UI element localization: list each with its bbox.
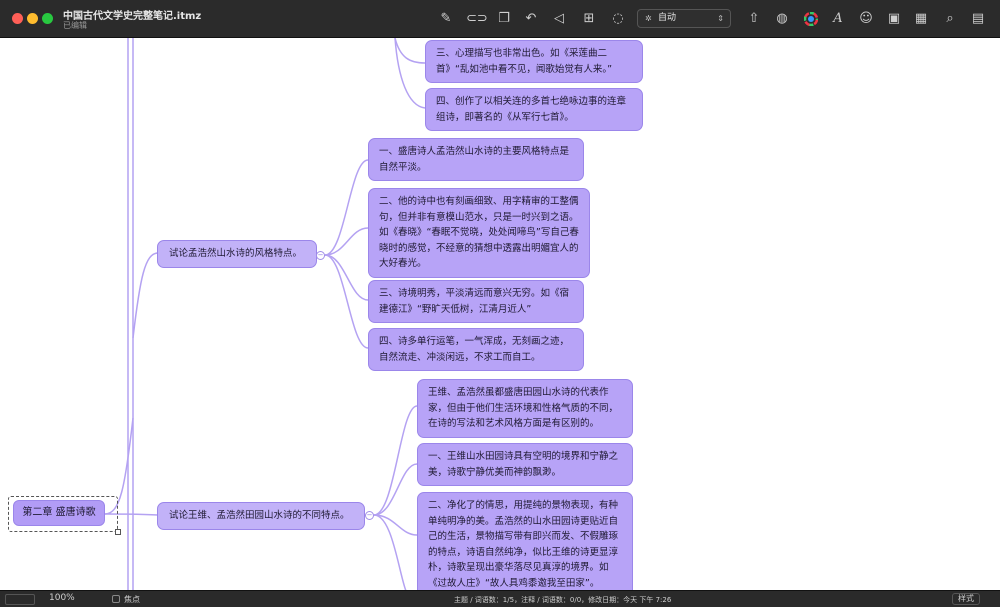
minimize-window-button[interactable]	[27, 13, 38, 24]
comment-icon[interactable]: ◌	[612, 11, 624, 26]
branch-node-meng[interactable]: 试论孟浩然山水诗的风格特点。	[157, 240, 317, 268]
mindmap-node[interactable]: 三、心理描写也非常出色。如《采莲曲二首》“乱如池中看不见，闻歌始觉有人来。”	[425, 40, 643, 83]
focus-label: 焦点	[124, 595, 140, 604]
mindmap-node[interactable]: 二、他的诗中也有刻画细致、用字精审的工整偶句，但并非有意模山范水，只是一时兴到之…	[368, 188, 590, 278]
sidebar-icon[interactable]: ▤	[971, 11, 985, 26]
emoji-icon[interactable]: ☺	[859, 11, 873, 26]
image-icon[interactable]: ▣	[887, 11, 901, 26]
mindmap-node[interactable]: 四、诗多单行运笔，一气浑成，无刻画之迹，自然流走、冲淡闲远，不求工而自工。	[368, 328, 584, 371]
mindmap-node[interactable]: 二、净化了的情思，用提纯的景物表现，有种单纯明净的美。孟浩然的山水田园诗更贴近自…	[417, 492, 633, 590]
search-icon[interactable]: ⌕	[946, 11, 954, 26]
link-icon[interactable]: ⊂⊃	[466, 11, 488, 26]
close-window-button[interactable]	[12, 13, 23, 24]
root-node[interactable]: 第二章 盛唐诗歌	[13, 500, 105, 526]
resize-handle[interactable]	[115, 529, 121, 535]
mindmap-node[interactable]: 一、王维山水田园诗具有空明的境界和宁静之美，诗歌宁静优美而神韵飘渺。	[417, 443, 633, 486]
document-stats: 主题 / 词语数：1/5，注释 / 词语数：0/0，修改日期：今天 下午 7:2…	[454, 596, 672, 604]
style-button[interactable]: 样式	[952, 593, 980, 605]
document-status: 已编辑	[63, 21, 87, 30]
share-icon[interactable]: ⇧	[748, 11, 760, 26]
mindmap-node[interactable]: 一、盛唐诗人孟浩然山水诗的主要风格特点是自然平淡。	[368, 138, 584, 181]
font-icon[interactable]: A	[833, 11, 843, 26]
branch-node-wang[interactable]: 试论王维、孟浩然田园山水诗的不同特点。	[157, 502, 365, 530]
zoom-level[interactable]: 100%	[49, 593, 75, 603]
mindmap-node[interactable]: 王维、孟浩然虽都盛唐田园山水诗的代表作家，但由于他们生活环境和性格气质的不同，在…	[417, 379, 633, 438]
insert-icon[interactable]: ⊞	[583, 11, 595, 26]
mindmap-node[interactable]: 三、诗境明秀，平淡清远而意兴无穷。如《宿建德江》“野旷天低树，江清月近人”	[368, 280, 584, 323]
mindmap-node[interactable]: 四、创作了以相关连的多首七绝咏边事的连章组诗，即著名的《从军行七首》。	[425, 88, 643, 131]
theme-select[interactable]: ✲ 自动 ⇕	[637, 9, 731, 28]
sparkle-icon: ✲	[645, 14, 652, 23]
collapse-toggle[interactable]: −	[365, 511, 374, 520]
sidebar-toggle[interactable]	[5, 594, 35, 605]
focus-checkbox[interactable]	[112, 595, 120, 603]
group-icon[interactable]: ❐	[498, 11, 510, 26]
selection-frame	[8, 496, 118, 532]
undo-icon[interactable]: ↶	[525, 11, 537, 26]
collapse-toggle[interactable]: −	[316, 251, 325, 260]
title-bar: 中国古代文学史完整笔记.itmz 已编辑 ✎ ⊂⊃ ❐ ↶ ◁ ⊞ ◌ ✲ 自动…	[0, 0, 1000, 38]
chevron-updown-icon: ⇕	[717, 14, 724, 23]
edit-icon[interactable]: ✎	[440, 11, 452, 26]
color-wheel-icon[interactable]	[802, 10, 820, 28]
mindmap-canvas[interactable]: 三、心理描写也非常出色。如《采莲曲二首》“乱如池中看不见，闻歌始觉有人来。” 四…	[0, 38, 1000, 590]
shape-icon[interactable]: ◁	[554, 11, 564, 26]
zoom-window-button[interactable]	[42, 13, 53, 24]
status-bar: 100% 焦点 主题 / 词语数：1/5，注释 / 词语数：0/0，修改日期：今…	[0, 590, 1000, 607]
table-icon[interactable]: ▦	[914, 11, 928, 26]
palette-icon[interactable]: ◍	[776, 11, 788, 26]
document-title: 中国古代文学史完整笔记.itmz	[63, 11, 202, 22]
connector-lines	[104, 38, 426, 590]
